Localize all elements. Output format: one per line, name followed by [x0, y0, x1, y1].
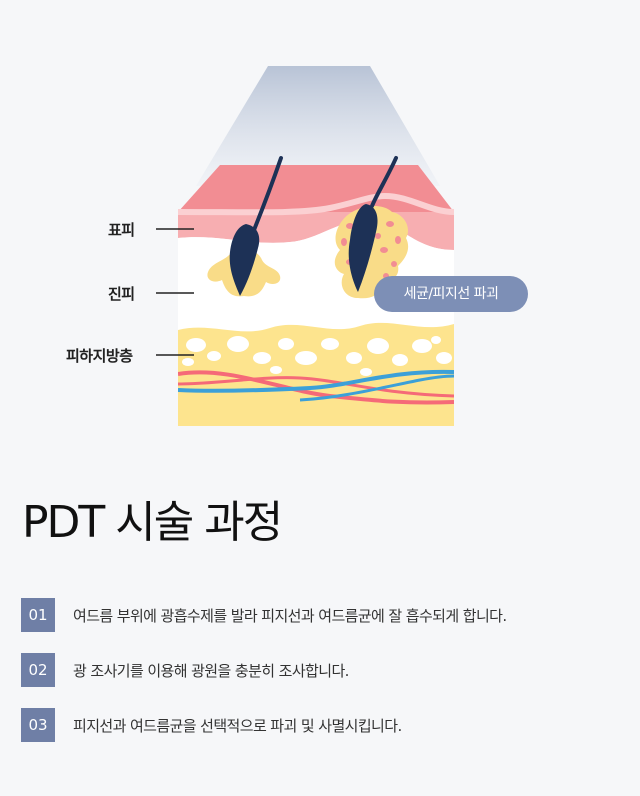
- step-number: 01: [21, 598, 55, 632]
- epidermis-top-face: [178, 165, 454, 212]
- vein-2: [299, 374, 454, 402]
- label-subcutaneous-fat: 피하지방층: [66, 347, 133, 365]
- step-number: 02: [21, 653, 55, 687]
- fat-bubbles: [182, 336, 452, 376]
- hair-shaft-left: [252, 156, 283, 232]
- hair-follicle-right: [348, 204, 378, 292]
- skin-diagram: 표피 진피 피하지방층 세균/피지선 파괴: [66, 66, 528, 426]
- label-dermis: 진피: [108, 285, 135, 303]
- hair-follicle-left: [229, 224, 260, 296]
- step-text: 피지선과 여드름균을 선택적으로 파괴 및 사멸시킵니다.: [73, 717, 402, 735]
- skin-cross-section: [156, 66, 454, 426]
- label-epidermis: 표피: [108, 221, 135, 239]
- page-title: PDT 시술 과정: [22, 497, 283, 548]
- step-number: 03: [21, 708, 55, 742]
- step-text: 광 조사기를 이용해 광원을 충분히 조사합니다.: [73, 662, 349, 680]
- artery-2: [178, 376, 454, 398]
- vein: [178, 369, 454, 393]
- bacteria-destruction-badge: 세균/피지선 파괴: [374, 276, 528, 312]
- step-text: 여드름 부위에 광흡수제를 발라 피지선과 여드름균에 잘 흡수되게 합니다.: [73, 607, 507, 625]
- hair-shaft-right: [370, 156, 398, 208]
- light-beam: [196, 66, 440, 186]
